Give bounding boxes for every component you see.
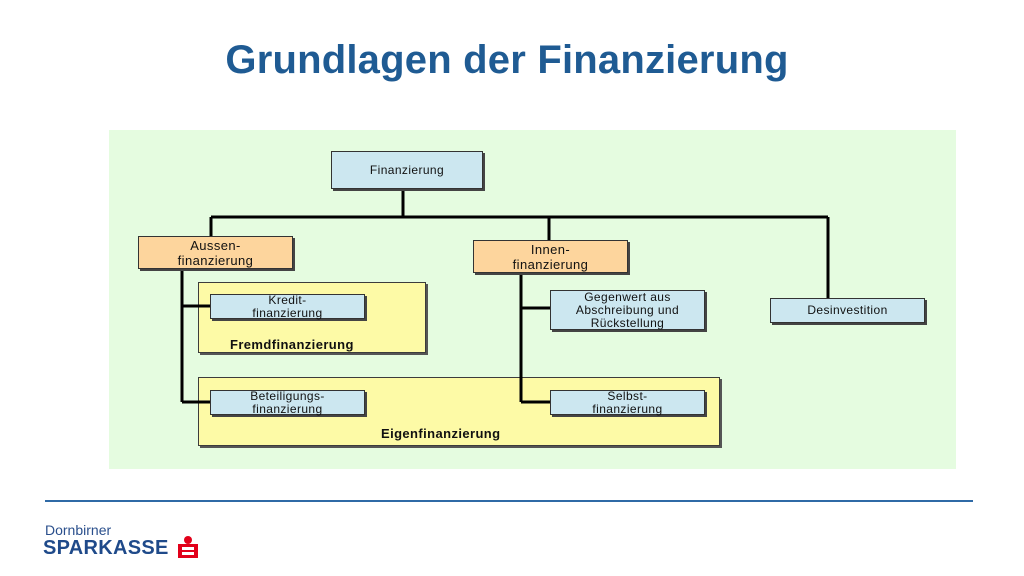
beteiligungsfinanzierung-box: Beteiligungs- finanzierung — [210, 389, 365, 415]
connector-lines — [180, 189, 830, 404]
aussenfinanzierung-box: Aussen- finanzierung — [138, 236, 293, 269]
financing-diagram: Fremdfinanzierung Eigenfinanzierung Fina… — [109, 130, 956, 469]
kreditfinanzierung-box: Kredit- finanzierung — [210, 293, 365, 319]
fremdfinanzierung-label: Fremdfinanzierung — [230, 337, 354, 352]
innenfinanzierung-box: Innen- finanzierung — [473, 240, 628, 273]
sparkasse-logo-icon — [178, 536, 198, 558]
logo-text-dornbirner: Dornbirner — [45, 522, 112, 538]
gegenwert-box: Gegenwert aus Abschreibung und Rückstell… — [550, 290, 705, 330]
eigenfinanzierung-label: Eigenfinanzierung — [381, 426, 501, 441]
footer-divider — [45, 500, 973, 502]
finanzierung-box: Finanzierung — [331, 151, 483, 189]
selbstfinanzierung-box: Selbst- finanzierung — [550, 389, 705, 415]
slide-title: Grundlagen der Finanzierung — [225, 38, 789, 82]
desinvestition-box: Desinvestition — [770, 298, 925, 323]
logo-text-sparkasse: SPARKASSE — [43, 537, 169, 559]
